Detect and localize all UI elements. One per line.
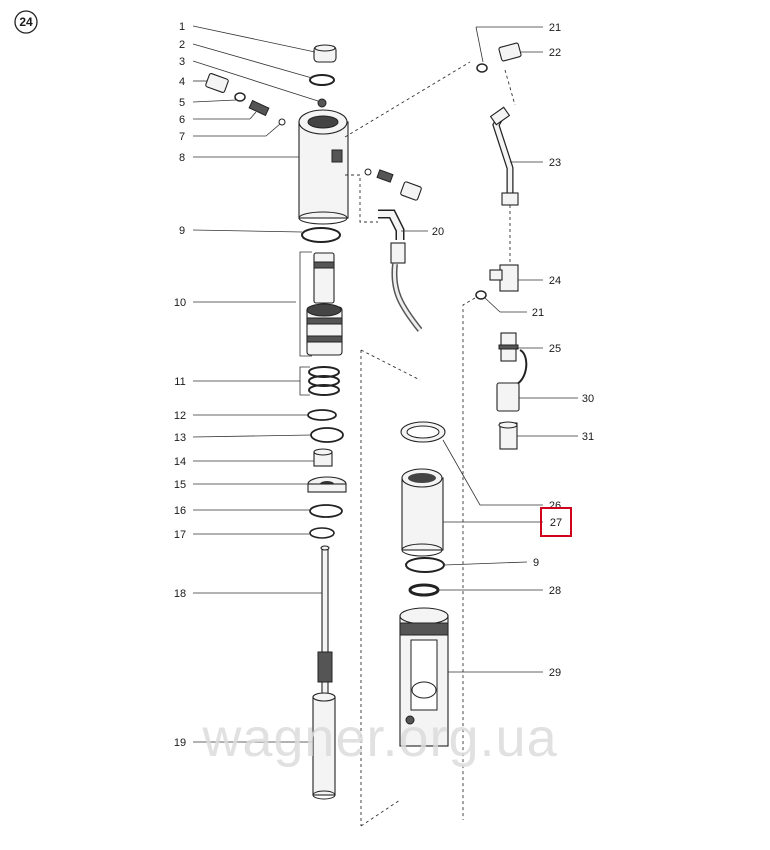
label-5: 5 [179,97,185,109]
part-22-fitting [498,42,522,62]
watermark: wagner.org.ua [201,708,557,768]
part-21-oring-lower [475,290,487,300]
part-8-pump-body [298,109,349,225]
label-28: 28 [549,585,561,597]
part-6-spring [248,99,270,117]
label-26: 26 [549,500,561,512]
label-3: 3 [179,56,185,68]
part-29-housing [399,607,449,747]
label-1: 1 [179,21,185,33]
label-9-lower: 9 [533,557,539,569]
part-21-oring-top [476,63,488,73]
check-fitting [400,181,422,201]
part-2-ring [309,74,335,86]
part-13-snap-ring [310,427,344,443]
label-24: 24 [549,275,561,287]
label-8: 8 [179,152,185,164]
part-11-rings [308,366,340,396]
label-18: 18 [174,588,186,600]
label-6: 6 [179,114,185,126]
label-21-lower: 21 [532,307,544,319]
label-16: 16 [174,505,186,517]
part-12-ring [307,409,337,421]
label-11: 11 [174,376,185,388]
part-24-tee [489,264,519,292]
label-25: 25 [549,343,561,355]
label-15: 15 [174,479,186,491]
part-15-seal [307,476,347,493]
label-14: 14 [174,456,186,468]
part-23-tube [489,106,519,206]
part-labels: 1 2 3 4 5 6 7 8 9 10 11 12 13 14 15 16 1… [174,21,594,749]
check-ball [364,168,372,176]
label-13: 13 [174,432,186,444]
label-30: 30 [582,393,594,405]
label-29: 29 [549,667,561,679]
label-4: 4 [179,76,185,88]
label-21-top: 21 [549,22,561,34]
label-23: 23 [549,157,561,169]
label-31: 31 [582,431,594,443]
part-20-elbow-hose [378,209,423,332]
part-19-cylinder [312,692,336,800]
dashed-connections [344,61,516,827]
part-10-valve-assembly [306,252,343,356]
part-5-oring [234,92,246,102]
figure-number: 24 [19,15,33,29]
part-14-nut [313,448,333,467]
highlight-box [540,507,572,537]
part-28-ring [408,583,440,597]
part-9-ring [301,227,341,243]
part-16-ring [309,504,343,518]
label-22: 22 [549,47,561,59]
part-9-ring-lower [405,557,445,573]
part-17-ring [309,527,335,539]
leader-lines [192,25,578,743]
label-27: 27 [550,517,562,529]
part-25-fitting [498,332,519,362]
part-30-sensor [496,349,528,412]
check-spring [376,169,394,183]
label-2: 2 [179,39,185,51]
part-4-fitting [205,73,229,93]
figure-number-badge: 24 [14,10,38,34]
label-17: 17 [174,529,186,541]
label-12: 12 [174,410,186,422]
label-20: 20 [432,226,444,238]
part-26-ring [400,421,446,443]
label-19: 19 [174,737,186,749]
label-7: 7 [179,131,185,143]
part-7-ball [278,118,286,126]
label-10: 10 [174,297,186,309]
part-31-connector [498,421,518,450]
part-18-piston-rod [317,545,333,699]
part-1-cap [313,44,337,63]
part-3-ball [317,98,327,108]
label-9: 9 [179,225,185,237]
part-27-sleeve [401,468,444,557]
